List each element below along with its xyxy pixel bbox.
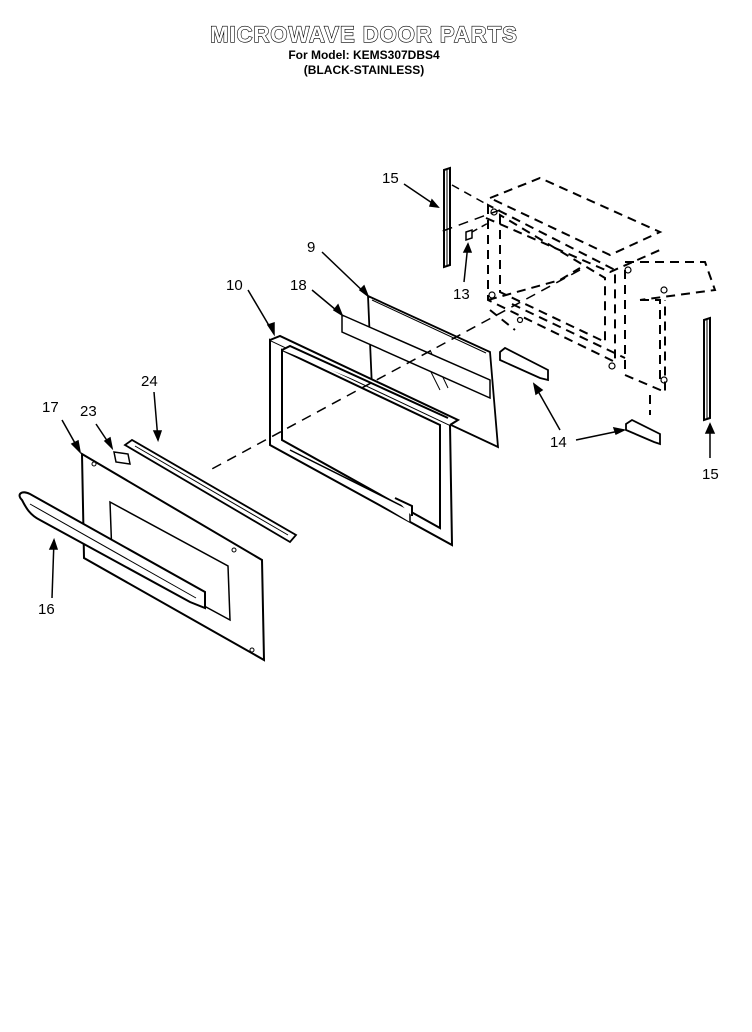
part-10-door-frame: [269, 334, 461, 547]
callout-13: 13: [453, 286, 470, 303]
alignment-lines: [209, 209, 581, 471]
callout-16: 16: [38, 601, 55, 618]
color-line: (BLACK-STAINLESS): [303, 63, 425, 77]
part-15-lower-strip: [703, 316, 711, 422]
callout-23: 23: [80, 403, 97, 420]
part-18-strip: [341, 313, 491, 400]
callout-9: 9: [307, 239, 315, 256]
callout-17: 17: [42, 399, 59, 416]
callout-labels: 15 13 9 18 10 24 17 23 14 15 16: [38, 170, 719, 618]
microwave-cavity-outline: [485, 176, 717, 415]
part-24-strip: [123, 438, 298, 544]
model-line: For Model: KEMS307DBS4: [288, 48, 440, 62]
callout-14: 14: [550, 434, 567, 451]
cavity-screw-holes: [488, 208, 668, 384]
callout-18: 18: [290, 277, 307, 294]
callout-15-upper: 15: [382, 170, 399, 187]
callout-10: 10: [226, 277, 243, 294]
part-23-label: [113, 451, 131, 465]
diagram-header: MICROWAVE DOOR PARTS For Model: KEMS307D…: [0, 21, 728, 78]
part-14-hinges: [499, 346, 661, 446]
part-13-clip: [465, 221, 491, 242]
callout-24: 24: [141, 373, 158, 390]
callout-15-lower: 15: [702, 466, 719, 483]
leader-lines: [48, 183, 716, 599]
part-15-upper-strip: [443, 166, 489, 269]
part-16-handle: [18, 491, 206, 610]
page-title: MICROWAVE DOOR PARTS: [210, 21, 518, 47]
